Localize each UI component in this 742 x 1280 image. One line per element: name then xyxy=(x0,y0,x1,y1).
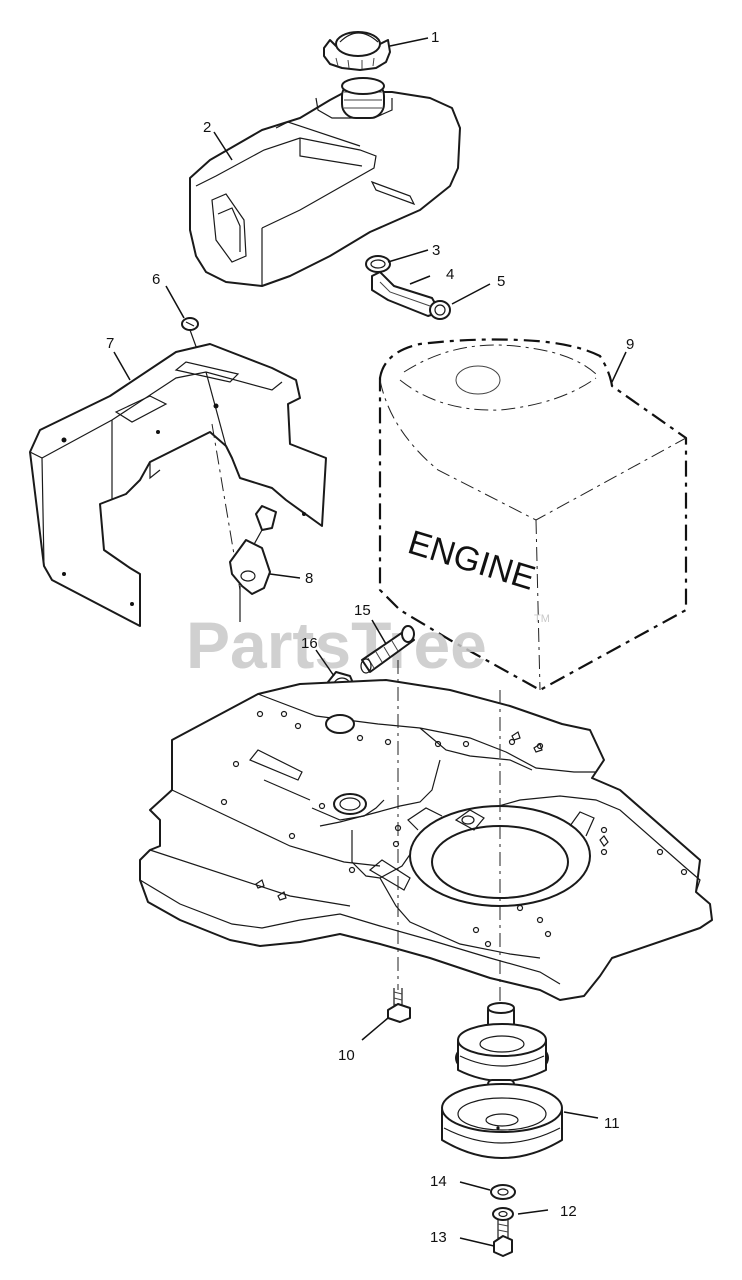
callout-2: 2 xyxy=(203,119,211,136)
engine-shield-bracket[interactable] xyxy=(29,343,327,627)
callout-7: 7 xyxy=(106,335,114,352)
watermark-text: PartsTree xyxy=(186,608,487,682)
fuel-tank[interactable] xyxy=(189,77,461,287)
callout-1: 1 xyxy=(431,29,439,46)
fuel-cap[interactable] xyxy=(323,31,391,71)
leader-lines xyxy=(113,37,627,1247)
pulley-bolt[interactable] xyxy=(493,1220,513,1257)
callout-9: 9 xyxy=(626,336,634,353)
engine-outline[interactable]: ENGINE xyxy=(378,338,688,692)
callout-6: 6 xyxy=(152,271,160,288)
callout-3: 3 xyxy=(432,242,440,259)
callout-numbers: 1 2 3 4 5 6 7 8 9 10 11 12 13 14 15 16 xyxy=(106,29,634,1246)
callout-16: 16 xyxy=(301,635,318,652)
callout-13: 13 xyxy=(430,1229,447,1246)
hex-bolt[interactable] xyxy=(387,988,411,1023)
hose-clamp-upper[interactable] xyxy=(365,255,391,273)
callout-8: 8 xyxy=(305,570,313,587)
callout-15: 15 xyxy=(354,602,371,619)
hose-clamp-lower[interactable] xyxy=(429,300,451,320)
callout-5: 5 xyxy=(497,273,505,290)
chassis-deck[interactable] xyxy=(139,679,713,1001)
callout-12: 12 xyxy=(560,1203,577,1220)
lock-washer[interactable] xyxy=(492,1207,514,1221)
watermark: PartsTree TM xyxy=(186,608,550,682)
callout-10: 10 xyxy=(338,1047,355,1064)
throttle-control[interactable] xyxy=(211,423,277,622)
watermark-trademark: TM xyxy=(534,613,550,625)
washer-upper[interactable] xyxy=(490,1184,516,1200)
engine-pulley-assembly[interactable] xyxy=(441,1002,563,1159)
callout-4: 4 xyxy=(446,266,454,283)
callout-11: 11 xyxy=(604,1115,620,1132)
pivot-stud[interactable] xyxy=(360,625,415,674)
callout-14: 14 xyxy=(430,1173,447,1190)
